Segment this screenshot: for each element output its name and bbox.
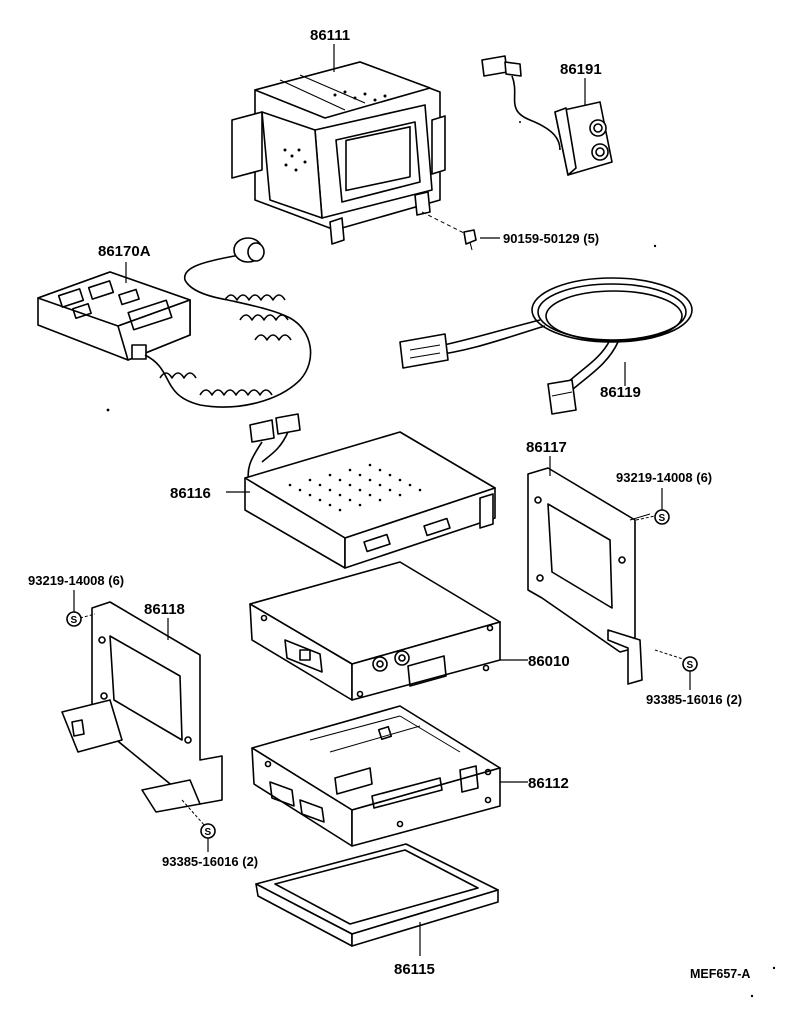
label-90159-50129: 90159-50129 (5) <box>503 231 599 246</box>
label-86117: 86117 <box>526 439 567 456</box>
svg-text:S: S <box>71 615 78 626</box>
svg-text:S: S <box>687 660 694 671</box>
remote-controller-86170A <box>37 237 312 489</box>
label-86116: 86116 <box>170 485 211 502</box>
label-86191: 86191 <box>560 61 602 78</box>
switch-86191 <box>481 55 613 176</box>
scan-specks <box>106 121 776 998</box>
screw-90159 <box>421 211 477 251</box>
svg-text:S: S <box>205 827 212 838</box>
bracket-86118 <box>61 601 223 813</box>
label-86010: 86010 <box>528 653 570 670</box>
label-93385-16016-right: 93385-16016 (2) <box>646 692 742 707</box>
player-unit-86112 <box>251 705 501 847</box>
washer-right-lower: S <box>654 649 698 672</box>
svg-text:S: S <box>659 513 666 524</box>
washer-left-upper: S <box>66 611 96 627</box>
wire-harness-86119 <box>399 277 693 415</box>
label-93385-16016-left: 93385-16016 (2) <box>162 854 258 869</box>
tuner-86116 <box>244 431 496 569</box>
label-86111: 86111 <box>310 27 350 44</box>
audio-unit-86010 <box>249 561 501 701</box>
label-86112: 86112 <box>528 775 569 792</box>
label-93219-14008-left: 93219-14008 (6) <box>28 573 124 588</box>
label-86119: 86119 <box>600 384 641 401</box>
diagram-reference-code: MEF657-A <box>690 967 750 981</box>
label-93219-14008-right: 93219-14008 (6) <box>616 470 712 485</box>
label-86118: 86118 <box>144 601 185 618</box>
tray-86115 <box>255 843 499 947</box>
bracket-86117 <box>527 467 651 685</box>
display-unit-86111 <box>231 61 446 245</box>
label-86170A: 86170A <box>98 243 151 260</box>
label-86115: 86115 <box>394 961 435 978</box>
washer-left-lower: S <box>181 799 216 839</box>
